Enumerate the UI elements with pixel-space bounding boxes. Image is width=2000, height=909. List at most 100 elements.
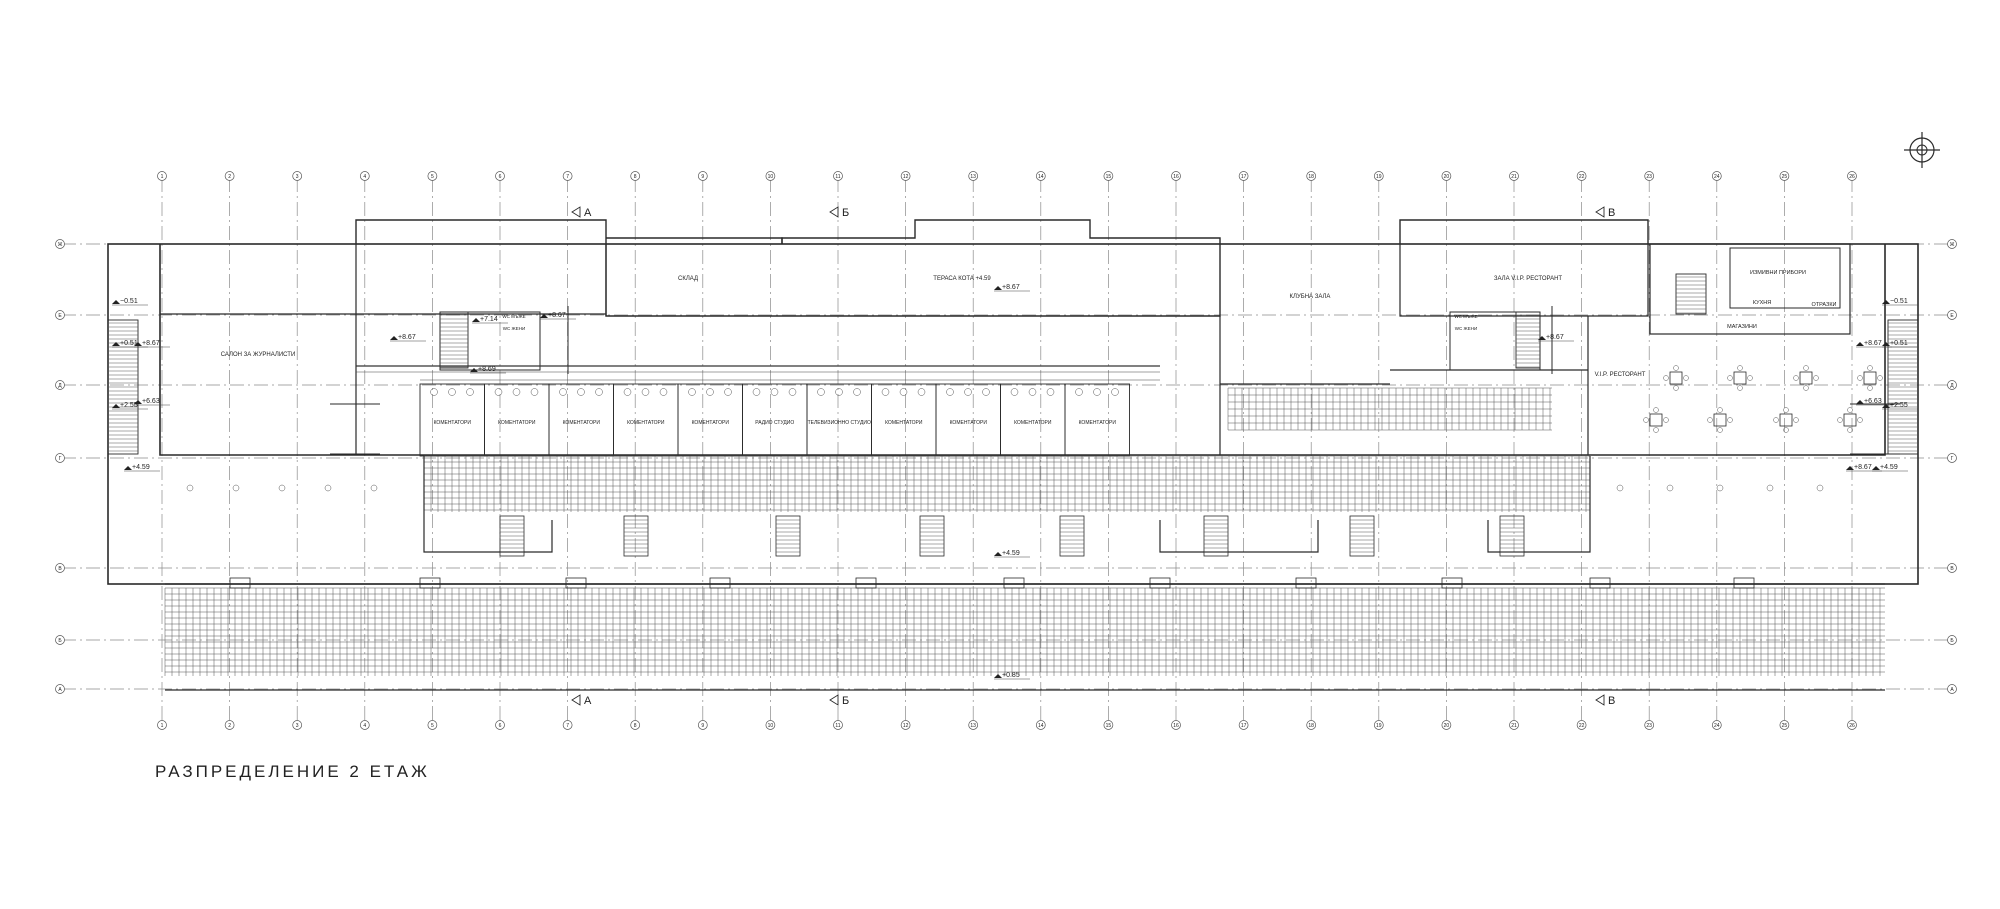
grid-bubble <box>55 684 65 694</box>
booth-chair <box>1111 388 1119 396</box>
grid-bubble <box>1103 171 1114 181</box>
grid-bubble <box>1373 171 1384 181</box>
grid-bubble <box>292 171 303 181</box>
section-mark-label: А <box>584 695 592 707</box>
grid-column-label: 15 <box>1106 174 1112 180</box>
booth-chair <box>1093 388 1101 396</box>
club-seating <box>1227 387 1552 431</box>
grid-lines <box>62 178 1950 720</box>
grid-bubble <box>1441 720 1452 730</box>
grid-bubble <box>1644 171 1655 181</box>
booth-label: КОМЕНТАТОРИ <box>885 420 923 426</box>
level-label: −0.51 <box>120 298 138 305</box>
level-label: +2.55 <box>120 402 138 409</box>
booth-chair <box>494 388 503 396</box>
chair <box>1847 427 1853 433</box>
room-label-wc-male: WC МЪЖЕ <box>502 314 525 319</box>
level-triangle-icon <box>134 342 142 346</box>
grid-column-label: 15 <box>1106 723 1112 729</box>
level-triangle-icon <box>1856 342 1864 346</box>
grid-column-label: 7 <box>566 174 569 180</box>
stair <box>439 311 469 369</box>
chair <box>1793 375 1799 381</box>
chair <box>1813 375 1819 381</box>
section-arrow-icon <box>1595 206 1605 218</box>
level-triangle-icon <box>1882 342 1890 346</box>
table <box>1713 413 1727 427</box>
grid-column-label: 17 <box>1241 174 1247 180</box>
booth-chair <box>853 388 861 396</box>
chair <box>1773 417 1779 423</box>
lower-stand <box>164 587 1885 676</box>
section-arrow-icon <box>571 694 581 706</box>
room-label-dispatch: ОТРАЗКИ <box>1811 302 1836 308</box>
aisle <box>709 577 731 589</box>
grid-bubble <box>359 171 370 181</box>
grid-column-label: 20 <box>1444 174 1450 180</box>
grid-bubble <box>1509 720 1519 730</box>
aisle <box>419 577 441 589</box>
level-triangle-icon <box>134 400 142 404</box>
grid-bubble <box>427 171 438 181</box>
booth-chair <box>688 388 696 396</box>
grid-column-label: 25 <box>1782 174 1788 180</box>
booth-chair <box>706 388 714 396</box>
grid-column-label: 14 <box>1038 174 1044 180</box>
grid-row-label: Б <box>58 638 62 644</box>
grid-column-label: 9 <box>701 723 704 729</box>
level-triangle-icon <box>1538 336 1546 340</box>
lounge-chair <box>1716 484 1724 492</box>
room-label-journalists: САЛОН ЗА ЖУРНАЛИСТИ <box>221 352 296 358</box>
grid-row-label: Е <box>58 313 62 319</box>
aisle <box>1733 577 1755 589</box>
chair <box>1877 375 1883 381</box>
level-label: +8.67 <box>398 334 416 341</box>
grid-column-label: 14 <box>1038 723 1044 729</box>
lounge-chair <box>1816 484 1824 492</box>
grid-bubble <box>157 720 167 730</box>
booth-chair <box>448 388 456 396</box>
booth-label: КОМЕНТАТОРИ <box>950 420 988 426</box>
section-arrow-icon <box>829 206 839 218</box>
stair <box>1675 273 1707 315</box>
room-label-club: КЛУБНА ЗАЛА <box>1290 294 1331 300</box>
chair <box>1673 385 1679 391</box>
grid-bubble <box>1947 684 1957 694</box>
chair <box>1783 407 1789 413</box>
level-label: +4.59 <box>1880 464 1898 471</box>
grid-row-label: Г <box>1951 456 1954 462</box>
lounge-chair <box>324 484 332 492</box>
grid-bubble <box>765 720 776 730</box>
section-arrow-icon <box>829 694 839 706</box>
grid-bubble <box>833 171 843 181</box>
chair <box>1857 375 1863 381</box>
grid-bubble <box>1847 720 1857 730</box>
booth-label: ТЕЛЕВИЗИОННО СТУДИО <box>808 420 871 426</box>
grid-column-label: 8 <box>634 174 637 180</box>
grid-bubble <box>900 171 911 181</box>
grid-bubble <box>1711 171 1722 181</box>
booth-chair <box>964 388 972 396</box>
grid-bubble <box>1947 310 1957 320</box>
booth-chair <box>595 388 603 396</box>
grid-bubble <box>1947 380 1957 390</box>
booth-label: КОМЕНТАТОРИ <box>692 420 730 426</box>
grid-row-label: Д <box>1950 383 1954 389</box>
booth-chair <box>835 388 843 396</box>
commentator-booths: КОМЕНТАТОРИ КОМЕНТАТОРИ КОМЕНТАТОРИ КОМЕНТА… <box>419 383 1130 457</box>
booth-label: КОМЕНТАТОРИ <box>498 420 536 426</box>
booth-chair <box>881 388 890 396</box>
grid-row-label: Ж <box>1950 242 1955 248</box>
grid-bubble <box>900 720 911 730</box>
level-label: +2.55 <box>1890 402 1908 409</box>
room-label-wc-male-2: WC МЪЖЕ <box>1454 314 1477 319</box>
stair <box>1887 319 1919 455</box>
grid-bubble <box>1576 171 1587 181</box>
grid-bubble <box>697 720 708 730</box>
grid-column-label: 5 <box>431 174 434 180</box>
stair <box>107 319 139 455</box>
room-label-terrace: ТЕРАСА КОТА +4.59 <box>933 276 991 282</box>
level-label: +8.67 <box>1864 340 1882 347</box>
grid-row-label: Б <box>1950 638 1954 644</box>
